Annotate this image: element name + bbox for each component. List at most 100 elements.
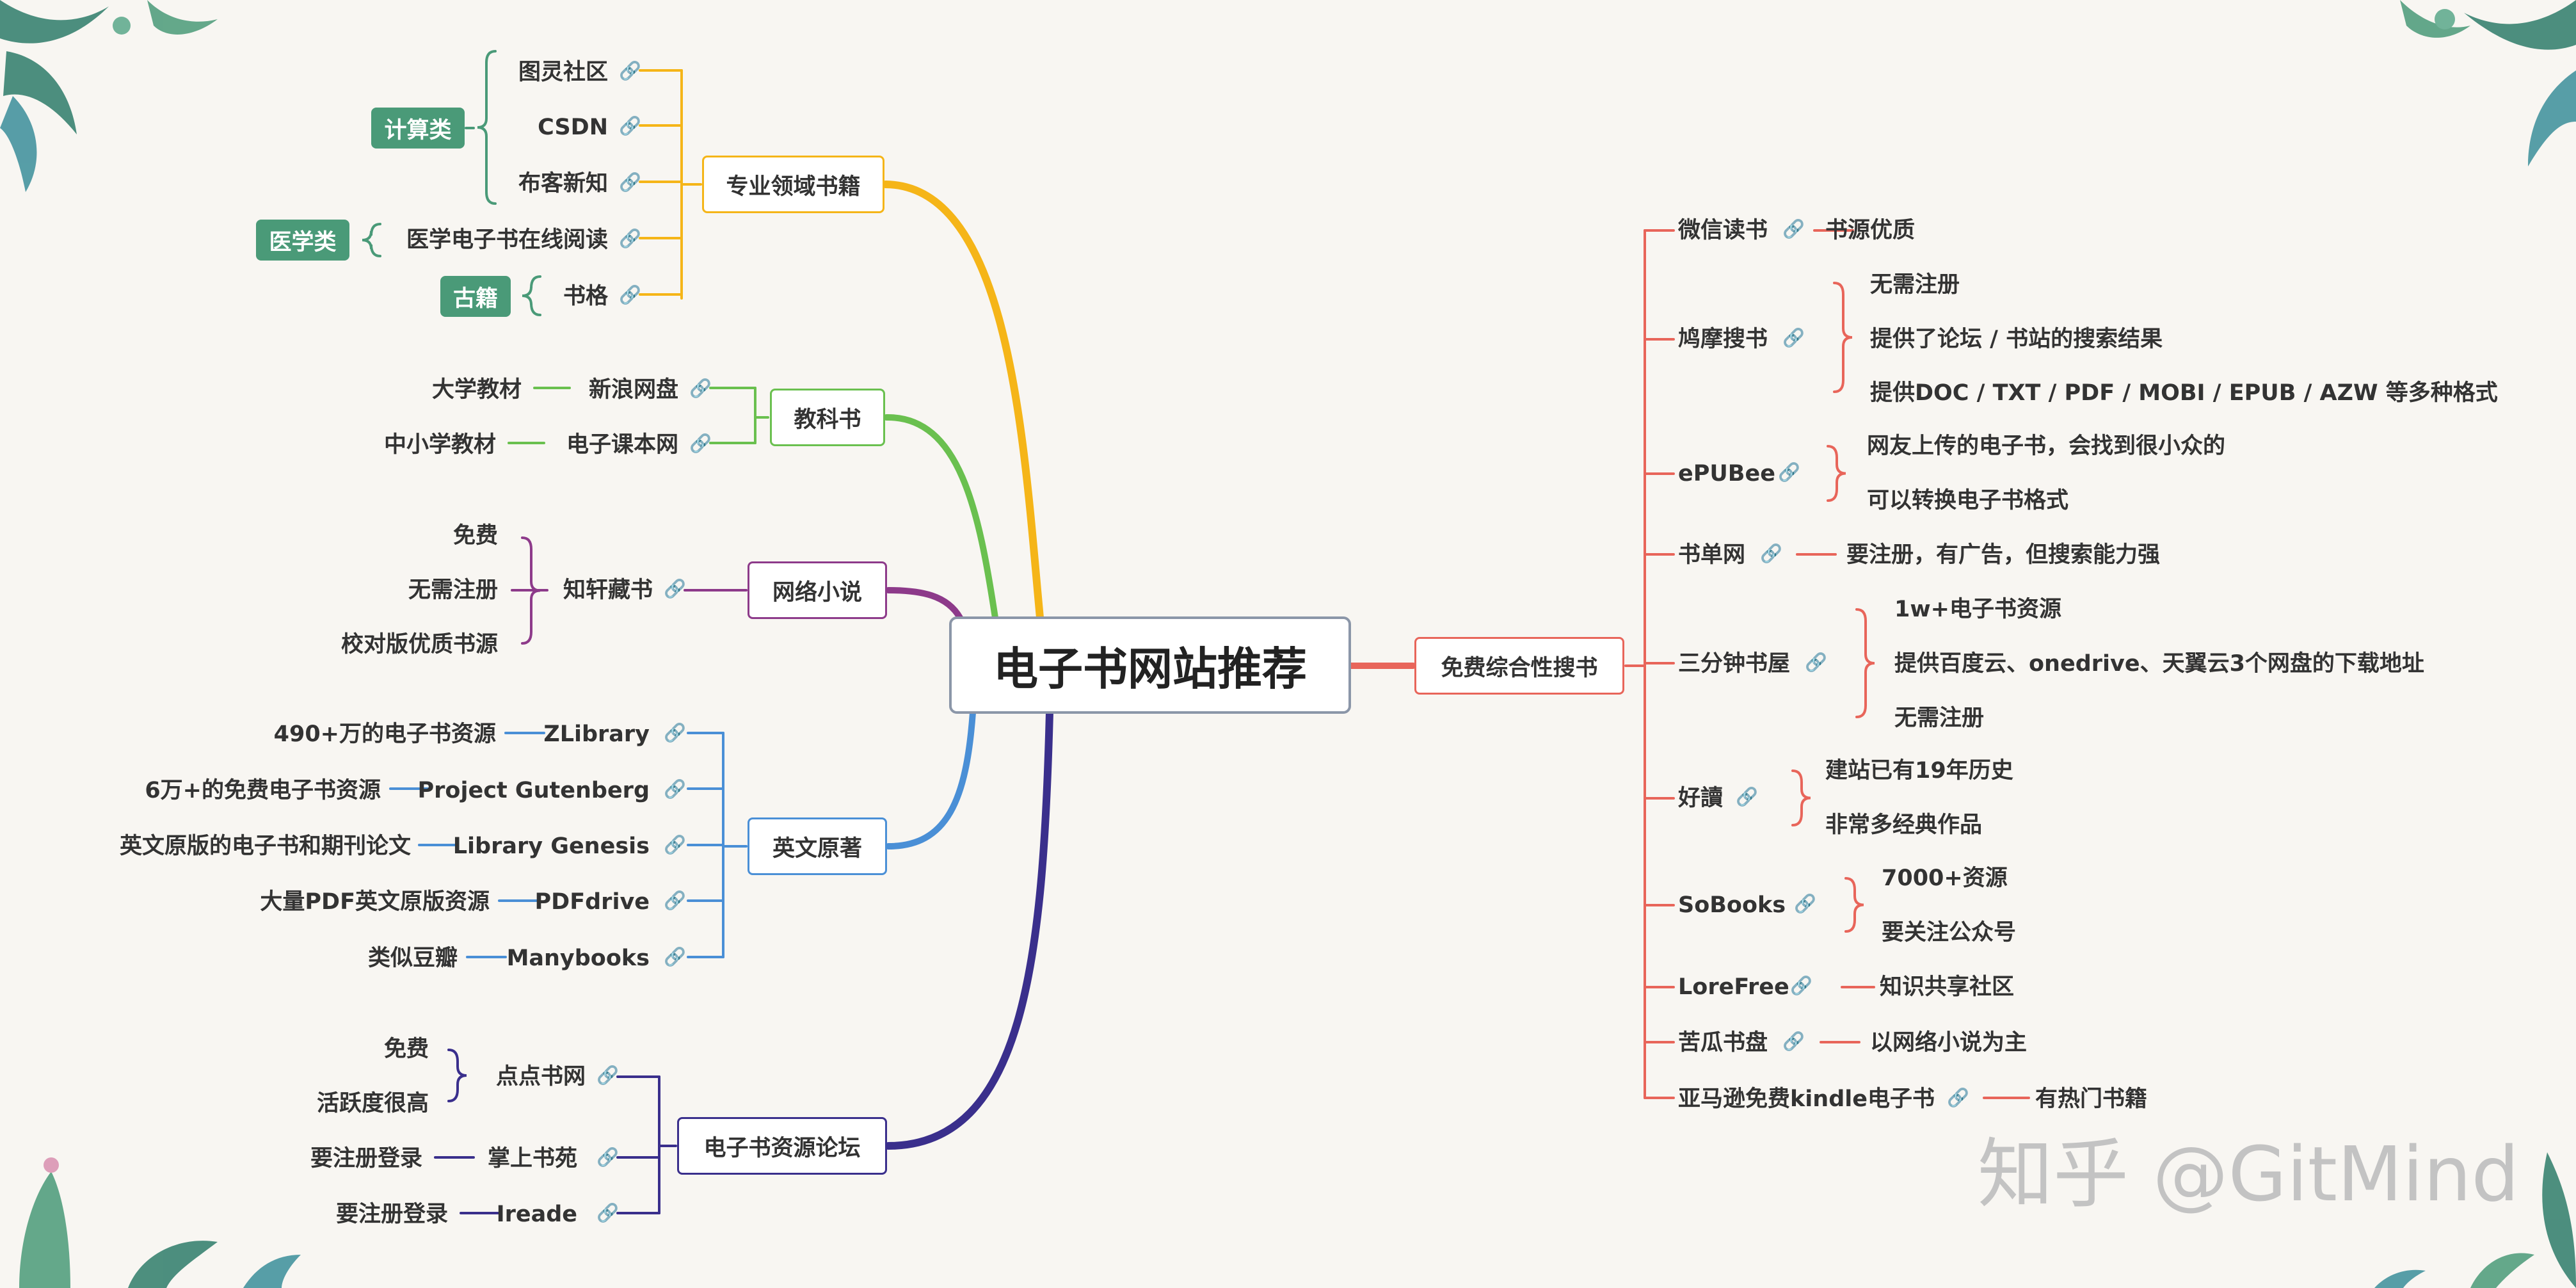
site-manybooks[interactable]: Manybooks <box>506 946 650 971</box>
site-zhangshang[interactable]: 掌上书苑 <box>487 1146 577 1171</box>
link-icon[interactable]: 🔗 <box>1805 652 1827 673</box>
site-turing[interactable]: 图灵社区 <box>518 60 608 85</box>
link-icon[interactable]: 🔗 <box>619 284 641 305</box>
note-gutenberg: 6万+的免费电子书资源 <box>145 778 381 803</box>
site-amazon-kindle[interactable]: 亚马逊免费kindle电子书 <box>1678 1086 1935 1112</box>
link-icon[interactable]: 🔗 <box>664 946 686 967</box>
link-icon[interactable]: 🔗 <box>1782 1031 1805 1052</box>
branch-professional-books[interactable]: 专业领域书籍 <box>702 156 884 213</box>
link-icon[interactable]: 🔗 <box>619 115 641 136</box>
watermark: 知乎 @GitMind <box>1978 1130 2520 1218</box>
note-zlibrary: 490+万的电子书资源 <box>273 721 496 747</box>
site-jiumo[interactable]: 鸠摩搜书 <box>1678 326 1768 352</box>
site-lorefree[interactable]: LoreFree <box>1678 974 1789 1000</box>
site-sanfen[interactable]: 三分钟书屋 <box>1678 651 1791 677</box>
sanfen-note-2: 提供百度云、onedrive、天翼云3个网盘的下载地址 <box>1894 651 2424 677</box>
site-zxcs[interactable]: 知轩藏书 <box>563 577 653 603</box>
sobooks-note-1: 7000+资源 <box>1882 865 2008 891</box>
site-sobooks[interactable]: SoBooks <box>1678 892 1786 918</box>
link-icon[interactable]: 🔗 <box>664 890 686 911</box>
leaf-decoration-bottom-left <box>19 1157 301 1288</box>
bracket-line <box>1827 445 1846 502</box>
link-icon[interactable]: 🔗 <box>689 378 712 399</box>
link-icon[interactable]: 🔗 <box>596 1202 619 1223</box>
bracket-line <box>1833 282 1853 393</box>
note-university-textbooks: 大学教材 <box>431 377 522 403</box>
site-buke[interactable]: 布客新知 <box>518 171 608 197</box>
link-icon[interactable]: 🔗 <box>664 834 686 855</box>
link-icon[interactable]: 🔗 <box>1782 218 1805 239</box>
site-dianshu[interactable]: 点点书网 <box>495 1064 586 1090</box>
link-icon[interactable]: 🔗 <box>619 60 641 81</box>
weread-note: 书源优质 <box>1825 218 1916 243</box>
group-tag-computer: 计算类 <box>371 108 465 149</box>
jiumo-note-2: 提供了论坛 / 书站的搜索结果 <box>1870 326 2163 352</box>
link-icon[interactable]: 🔗 <box>596 1065 619 1086</box>
leaf-decoration-bottom-right <box>2374 1152 2576 1288</box>
site-haodoo[interactable]: 好讀 <box>1678 785 1724 811</box>
link-icon[interactable]: 🔗 <box>1778 462 1800 483</box>
leaf-decoration-top-left <box>0 0 218 192</box>
main-branch-line <box>882 181 1044 622</box>
bracket-line <box>362 223 381 257</box>
site-weread[interactable]: 微信读书 <box>1678 218 1768 243</box>
link-icon[interactable]: 🔗 <box>619 228 641 249</box>
site-gutenberg[interactable]: Project Gutenberg <box>417 778 650 803</box>
link-icon[interactable]: 🔗 <box>1790 975 1812 996</box>
branch-english-originals[interactable]: 英文原著 <box>748 817 887 875</box>
site-csdn[interactable]: CSDN <box>538 115 608 140</box>
branch-ebook-forums[interactable]: 电子书资源论坛 <box>677 1117 887 1175</box>
site-medical-ebooks[interactable]: 医学电子书在线阅读 <box>406 227 608 253</box>
link-icon[interactable]: 🔗 <box>664 722 686 743</box>
note-pdfdrive: 大量PDF英文原版资源 <box>260 889 490 915</box>
link-icon[interactable]: 🔗 <box>1782 327 1805 348</box>
site-sina-pan[interactable]: 新浪网盘 <box>588 377 678 403</box>
forum-note-register-2: 要注册登录 <box>335 1202 448 1227</box>
jiumo-note-3: 提供DOC / TXT / PDF / MOBI / EPUB / AZW 等多… <box>1870 380 2498 406</box>
link-icon[interactable]: 🔗 <box>664 578 686 599</box>
site-booklist[interactable]: 书单网 <box>1678 542 1746 568</box>
epubee-note-2: 可以转换电子书格式 <box>1867 488 2069 513</box>
main-branch-line <box>885 709 976 849</box>
forum-note-active: 活跃度很高 <box>316 1091 429 1116</box>
bracket-line <box>447 1049 467 1102</box>
site-zlibrary[interactable]: ZLibrary <box>543 721 650 747</box>
novel-note-free: 免费 <box>452 523 498 549</box>
haodoo-note-2: 非常多经典作品 <box>1825 812 1983 838</box>
site-shuge[interactable]: 书格 <box>563 284 608 309</box>
central-topic[interactable]: 电子书网站推荐 <box>949 616 1351 714</box>
lorefree-note: 知识共享社区 <box>1880 974 2015 1000</box>
forum-note-register-1: 要注册登录 <box>310 1146 422 1171</box>
site-ireade[interactable]: Ireade <box>496 1202 577 1227</box>
site-epubee[interactable]: ePUBee <box>1678 461 1775 487</box>
leaf-decoration-top-right <box>2400 0 2576 166</box>
main-branch-line <box>884 709 1053 1150</box>
link-icon[interactable]: 🔗 <box>619 172 641 193</box>
note-manybooks: 类似豆瓣 <box>367 946 458 971</box>
group-tag-medical: 医学类 <box>256 220 349 261</box>
link-icon[interactable]: 🔗 <box>1736 786 1758 807</box>
link-icon[interactable]: 🔗 <box>596 1147 619 1168</box>
note-libgen: 英文原版的电子书和期刊论文 <box>119 833 411 859</box>
site-ebook-textbook[interactable]: 电子课本网 <box>566 432 678 458</box>
link-icon[interactable]: 🔗 <box>1760 543 1782 564</box>
sanfen-note-3: 无需注册 <box>1894 705 1985 731</box>
link-icon[interactable]: 🔗 <box>1947 1087 1969 1108</box>
branch-free-search[interactable]: 免费综合性搜书 <box>1414 637 1624 695</box>
site-libgen[interactable]: Library Genesis <box>452 833 650 859</box>
link-icon[interactable]: 🔗 <box>1794 893 1816 914</box>
branch-web-novels[interactable]: 网络小说 <box>748 561 887 619</box>
site-pdfdrive[interactable]: PDFdrive <box>534 889 650 915</box>
forum-note-free: 免费 <box>383 1036 429 1062</box>
link-icon[interactable]: 🔗 <box>664 778 686 800</box>
branch-textbooks[interactable]: 教科书 <box>770 389 885 446</box>
bracket-line <box>522 275 541 316</box>
amazon-note: 有热门书籍 <box>2035 1086 2148 1112</box>
link-icon[interactable]: 🔗 <box>689 433 712 454</box>
bracket-line <box>1855 608 1875 718</box>
main-branch-line <box>883 414 998 621</box>
epubee-note-1: 网友上传的电子书，会找到很小众的 <box>1867 433 2226 459</box>
sanfen-note-1: 1w+电子书资源 <box>1894 597 2062 622</box>
site-kugua[interactable]: 苦瓜书盘 <box>1678 1030 1768 1056</box>
